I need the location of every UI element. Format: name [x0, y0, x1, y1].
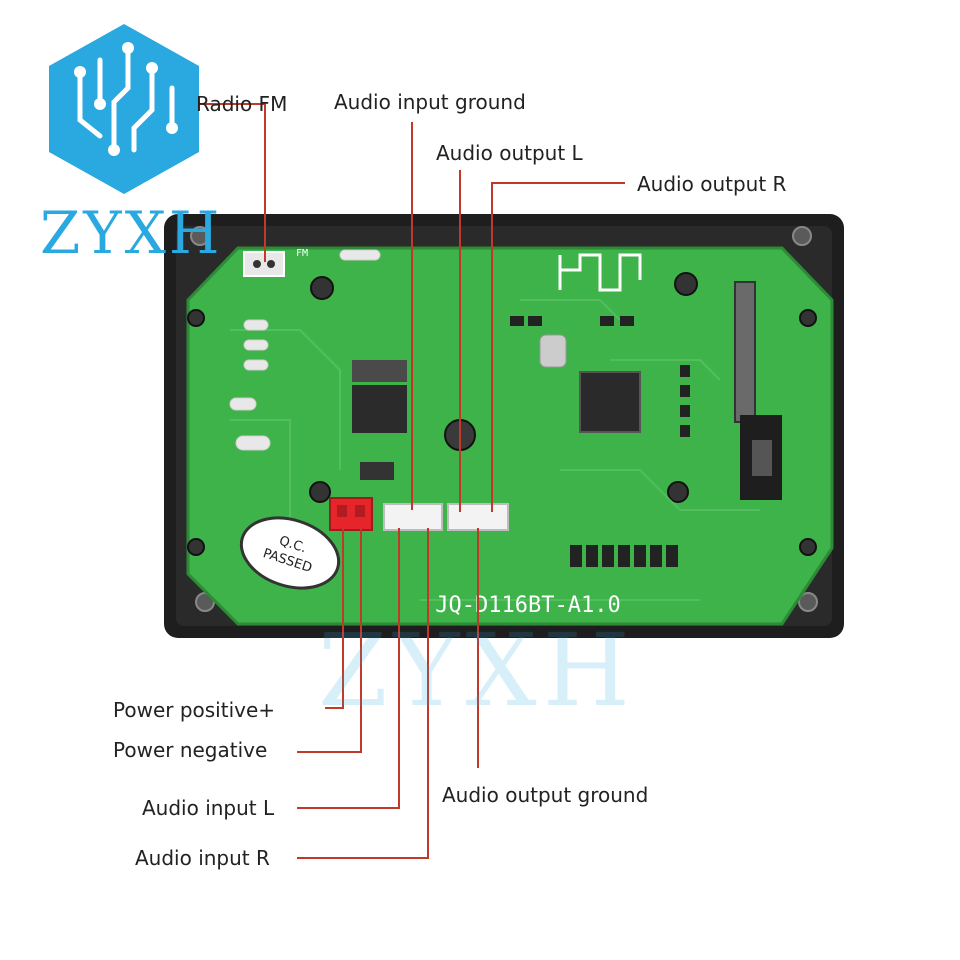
power-connector — [329, 497, 373, 531]
label-audio-input-ground: Audio input ground — [334, 90, 526, 114]
label-radio-fm: Radio FM — [196, 92, 288, 116]
label-audio-output-r: Audio output R — [637, 172, 787, 196]
audio-output-connector — [447, 503, 509, 531]
sd-card-slot — [734, 281, 756, 423]
label-power-negative: Power negative — [113, 738, 268, 762]
label-audio-output-l: Audio output L — [436, 141, 583, 165]
left-components — [229, 249, 381, 451]
leader-power-positive — [325, 528, 344, 709]
main-ic — [579, 371, 641, 433]
leader-lines — [193, 103, 625, 859]
label-power-positive: Power positive+ — [113, 698, 276, 722]
pcb-screws — [187, 272, 817, 556]
resistor-arrays — [510, 316, 690, 567]
leader-audio-output-r — [491, 182, 625, 512]
regulator-chip — [352, 385, 407, 433]
small-ic — [360, 462, 394, 480]
fm-silk-label: FM — [296, 248, 308, 259]
antenna-trace — [558, 253, 642, 292]
leader-power-negative — [297, 528, 362, 753]
leader-radio-fm — [193, 103, 266, 262]
crystal — [539, 334, 567, 368]
label-audio-input-l: Audio input L — [142, 796, 275, 820]
brand-logo-icon — [49, 24, 199, 194]
board-model-label: JQ-D116BT-A1.0 — [435, 593, 620, 618]
logo-circuit-nodes — [74, 42, 178, 156]
label-audio-input-r: Audio input R — [135, 846, 270, 870]
label-audio-output-ground: Audio output ground — [442, 783, 649, 807]
watermark-text: ZYXH — [318, 612, 636, 729]
brand-name: ZYXH — [40, 199, 223, 267]
qc-sticker — [239, 516, 341, 590]
leader-audio-input-r — [297, 528, 429, 859]
logo-circuit-glyph — [77, 49, 175, 153]
leader-audio-input-l — [297, 528, 400, 809]
